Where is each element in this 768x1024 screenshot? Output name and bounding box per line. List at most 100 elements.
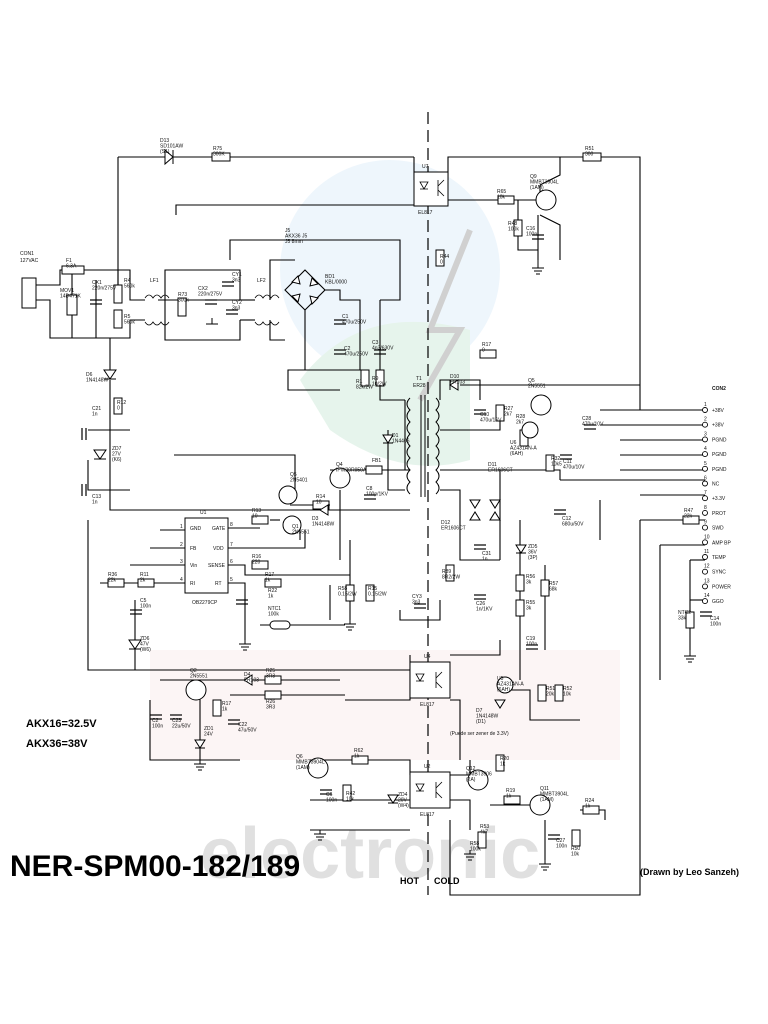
component-ref: R17 xyxy=(265,572,274,578)
watermark-text: electronic xyxy=(200,814,540,894)
con1-connector xyxy=(21,277,37,309)
component-ref: R9 xyxy=(372,376,379,382)
component-ref: C5 xyxy=(140,598,147,604)
component-value: 10k xyxy=(497,195,506,201)
u1-pin-gnd: GND xyxy=(190,526,202,532)
svg-text:EL817: EL817 xyxy=(420,702,435,708)
component-value: 1n xyxy=(92,412,98,418)
component-ref: D6 xyxy=(86,372,93,378)
component-ref: CX2 xyxy=(198,286,208,292)
component-value: 4n3/630V xyxy=(372,346,394,352)
component-ref: R48 xyxy=(508,221,517,227)
component-ref: C3 xyxy=(372,340,379,346)
component-value: 3n3 xyxy=(232,278,241,284)
component-ref: R24 xyxy=(585,798,594,804)
component-ref: Q6 xyxy=(296,754,303,760)
component-value: 300 xyxy=(585,152,594,158)
component-ref: C11 xyxy=(563,459,572,465)
component-value: FR103 xyxy=(450,380,465,386)
component-value: 2k7 xyxy=(504,412,512,418)
t1-part: ER28 xyxy=(413,383,426,389)
component-ref: R17 xyxy=(222,701,231,707)
con2-pin-label: TEMP xyxy=(712,555,727,561)
component-ref: R44 xyxy=(440,254,449,260)
component-value: 100n xyxy=(710,622,721,628)
component-ref: ZD6 xyxy=(140,636,150,642)
component-ref: C16 xyxy=(526,226,535,232)
con2-pin-label: AMP BP xyxy=(712,540,731,546)
component-ref: Q2 xyxy=(190,668,197,674)
con2-pin xyxy=(702,480,708,487)
component-ref: R16 xyxy=(252,554,261,560)
component-value: 3n3 xyxy=(412,600,421,606)
component-ref: R19 xyxy=(506,788,515,794)
component-value: 470u/10V xyxy=(582,422,604,428)
opto-u4: U4 EL817 xyxy=(409,654,451,708)
component-value: 300K xyxy=(213,152,225,158)
component-ref: Q5 xyxy=(290,472,297,478)
component-ref: D4 xyxy=(244,672,251,678)
component-value: 6.3A xyxy=(66,264,77,270)
u1-pin-fb: FB xyxy=(190,546,197,552)
con2-pin-label: POWER xyxy=(712,584,731,590)
component-ref: ZD1 xyxy=(204,726,214,732)
component-value: 0.15/2W xyxy=(338,592,357,598)
component-value: 2N5551 xyxy=(292,530,310,536)
u1-pin-rt: RT xyxy=(215,581,222,587)
component-ref: R73 xyxy=(178,292,187,298)
con2-pin-number: 5 xyxy=(704,461,707,467)
component-value: 100p/1KV xyxy=(366,492,389,498)
component-ref: ZD5 xyxy=(528,544,538,550)
con2-pin xyxy=(702,554,708,560)
component-value: 20k xyxy=(546,692,555,698)
con2-pin-label: SWD xyxy=(712,526,724,532)
component-value: AKX36 J5 xyxy=(285,234,307,240)
component-ref: C28 xyxy=(582,416,591,422)
component-value: 560k xyxy=(124,320,135,326)
component-value: MMBT3904L xyxy=(530,180,559,186)
component-ref: R50 xyxy=(571,846,580,852)
component-value: 3R3 xyxy=(266,674,275,680)
con2-pin-number: 8 xyxy=(704,505,707,511)
component-value: 470u/250V xyxy=(342,320,367,326)
component-ref: R26 xyxy=(266,699,275,705)
component-ref: R42 xyxy=(346,791,355,797)
note-akx36: AKX36=38V xyxy=(26,738,88,750)
component-ref: C2 xyxy=(152,718,159,724)
note-akx16: AKX16=32.5V xyxy=(26,718,97,730)
component-labels: D13SD101AW(S1)R75300KR51300Q9MMBT3904L(1… xyxy=(60,138,721,858)
component-ref: F1 xyxy=(66,258,72,264)
component-value: 20V xyxy=(398,798,408,804)
u1-part: OB2279CP xyxy=(192,600,218,606)
component-ref: C27 xyxy=(556,838,565,844)
component-ref: U5 xyxy=(497,676,504,682)
component-value: 100k xyxy=(508,227,519,233)
component-value: 22k xyxy=(108,578,117,584)
u1-pin-ri: RI xyxy=(190,581,195,587)
component-value: 10k xyxy=(571,852,580,858)
con2-pin xyxy=(702,598,708,605)
component-value: 100k xyxy=(268,612,279,618)
con2-pin-label: GGO xyxy=(712,599,724,605)
component-value: 14D471K xyxy=(60,294,82,300)
component-value: 1N4148W xyxy=(476,714,499,720)
component-ref: R1 xyxy=(356,379,363,385)
component-value: 1k xyxy=(268,594,274,600)
component-ref: R58 xyxy=(338,586,347,592)
component-ref: Q9 xyxy=(530,174,537,180)
component-value: (2A) xyxy=(466,777,476,783)
component-ref: R20 xyxy=(500,756,509,762)
con2-pin-label: PGND xyxy=(712,452,727,458)
component-ref: R55 xyxy=(526,600,535,606)
con2-pin-number: 13 xyxy=(704,578,710,584)
component-ref: R28 xyxy=(516,414,525,420)
con2-pin-number: 4 xyxy=(704,446,707,452)
component-value: 100k xyxy=(470,847,481,853)
component-value: SD101AW xyxy=(160,144,183,150)
component-ref: R51 xyxy=(585,146,594,152)
component-ref: C8 xyxy=(366,486,373,492)
con2-pin-label: +38V xyxy=(712,408,724,414)
component-value: 47u/50V xyxy=(238,728,257,734)
component-ref: R65 xyxy=(497,189,506,195)
component-ref: R11 xyxy=(140,572,149,578)
